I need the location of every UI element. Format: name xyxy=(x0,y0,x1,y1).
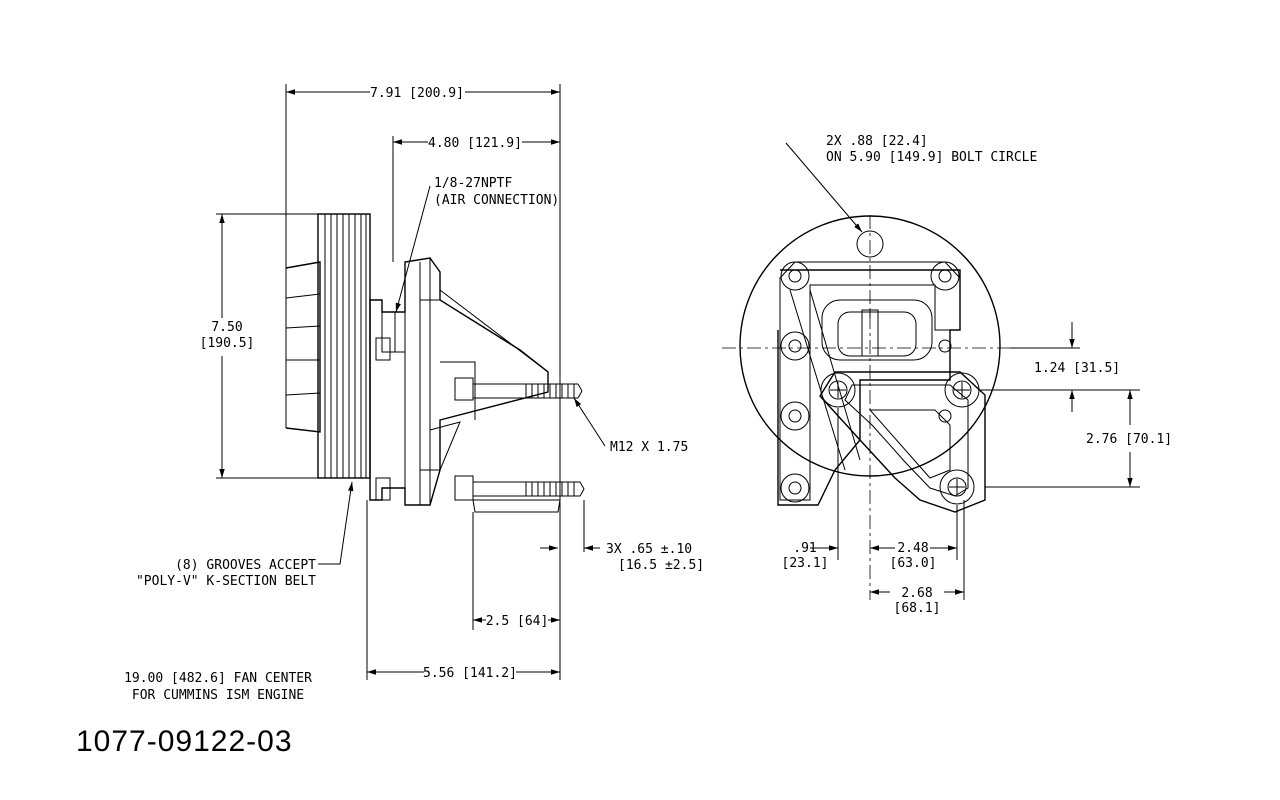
note-grooves-2: "POLY-V" K-SECTION BELT xyxy=(136,574,316,589)
bolt-hole-top xyxy=(856,230,884,258)
dim-hub-length: 5.56 [141.2] xyxy=(423,666,517,681)
pulley xyxy=(317,213,371,479)
dim-pulley-dia-1: 7.50 xyxy=(211,320,242,335)
dim-offset-x3-2: [68.1] xyxy=(894,601,941,616)
stud-lower xyxy=(454,475,585,513)
stud-upper xyxy=(454,377,583,401)
note-air-2: (AIR CONNECTION) xyxy=(434,193,559,208)
note-grooves-1: (8) GROOVES ACCEPT xyxy=(175,558,316,573)
bolt-boss-left xyxy=(780,261,960,503)
dim-offset-x1-2: [23.1] xyxy=(782,556,829,571)
fan-drive-body xyxy=(285,261,321,433)
dim-offset-x3-1: 2.68 xyxy=(901,586,932,601)
part-number: 1077-09122-03 xyxy=(76,725,293,758)
dim-offset-y1: 1.24 [31.5] xyxy=(1034,361,1120,376)
note-bolt-circle-2: ON 5.90 [149.9] BOLT CIRCLE xyxy=(826,150,1037,165)
dim-overall-length: 7.91 [200.9] xyxy=(370,86,464,101)
note-bolt: M12 X 1.75 xyxy=(610,440,688,455)
side-view: 7.91 [200.9] 4.80 [121.9] 7.50 [190.5] 1… xyxy=(136,84,704,681)
dim-stud-count-1: 3X .65 ±.10 xyxy=(606,542,692,557)
dim-stud-length: 2.5 [64] xyxy=(486,614,549,629)
note-fan-center-2: FOR CUMMINS ISM ENGINE xyxy=(132,688,304,703)
dim-pulley-dia-2: [190.5] xyxy=(200,336,255,351)
note-fan-center-1: 19.00 [482.6] FAN CENTER xyxy=(124,671,312,686)
dim-offset-x2-2: [63.0] xyxy=(890,556,937,571)
mounting-bracket xyxy=(369,257,549,506)
dim-offset-x1-1: .91 xyxy=(793,541,816,556)
dim-offset-y2: 2.76 [70.1] xyxy=(1086,432,1172,447)
note-bolt-circle-1: 2X .88 [22.4] xyxy=(826,134,928,149)
dim-mount-to-face: 4.80 [121.9] xyxy=(428,136,522,151)
dim-stud-count-2: [16.5 ±2.5] xyxy=(618,558,704,573)
dim-offset-x2-1: 2.48 xyxy=(897,541,928,556)
front-view: 2X .88 [22.4] ON 5.90 [149.9] BOLT CIRCL… xyxy=(722,134,1172,616)
stud-plate xyxy=(819,371,986,513)
note-air-1: 1/8-27NPTF xyxy=(434,176,512,191)
